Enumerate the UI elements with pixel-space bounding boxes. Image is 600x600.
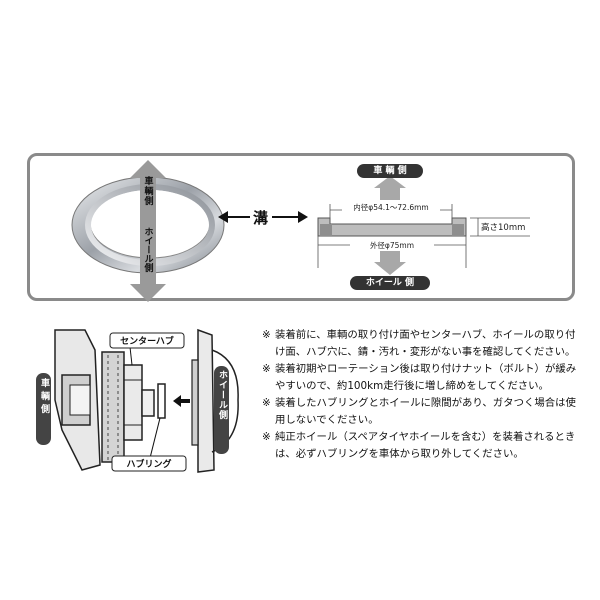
ring-direction-arrow (130, 160, 166, 302)
note-item: ※ 装着前に、車輌の取り付け面やセンターハブ、ホイールの取り付け面、ハブ穴に、錆… (262, 327, 582, 361)
inner-diameter-label: 内径φ54.1〜72.6mm (342, 202, 440, 213)
note-item: ※ 純正ホイール（スペアタイヤホイールを含む）を装着されるときは、必ずハブリング… (262, 429, 582, 463)
note-text: 装着したハブリングとホイールに隙間があり、ガタつく場合は使用しないでください。 (275, 397, 576, 426)
section-top-pill (357, 164, 423, 178)
center-hub-box (109, 332, 185, 349)
vehicle-side-pill (36, 373, 51, 445)
note-mark: ※ (262, 431, 271, 443)
assembly-diagram (54, 328, 239, 473)
wheel-side-pill (214, 366, 229, 454)
section-bottom-pill (350, 276, 430, 290)
note-text: 装着初期やローテーション後は取り付けナット（ボルト）が緩みやすいので、約100k… (275, 363, 577, 392)
ring-label-top: 車輌側 (142, 176, 153, 206)
section-top-label: 車 輌 側 (373, 166, 407, 176)
wheel-side-label: ホイール側 (217, 370, 227, 420)
outer-diameter-label: 外径φ75mm (350, 240, 434, 251)
height-label: 高さ10mm (481, 223, 526, 233)
center-hub-label: センターハブ (120, 337, 174, 347)
caution-notes: ※ 装着前に、車輌の取り付け面やセンターハブ、ホイールの取り付け面、ハブ穴に、錆… (262, 327, 582, 463)
ring-label-bottom: ホイール側 (142, 227, 153, 272)
vehicle-side-label: 車輌側 (39, 378, 49, 417)
hub-ring-label: ハブリング (126, 460, 172, 470)
section-bottom-label: ホイール 側 (365, 278, 415, 288)
groove-label: 溝 (253, 209, 269, 227)
note-item: ※ 装着初期やローテーション後は取り付けナット（ボルト）が緩みやすいので、約10… (262, 361, 582, 395)
note-item: ※ 装着したハブリングとホイールに隙間があり、ガタつく場合は使用しないでください… (262, 395, 582, 429)
hub-ring-box (111, 455, 187, 472)
note-mark: ※ (262, 329, 271, 341)
ring-vertical-labels: 車輌側 ホイール側 (131, 176, 165, 272)
note-text: 装着前に、車輌の取り付け面やセンターハブ、ホイールの取り付け面、ハブ穴に、錆・汚… (275, 329, 576, 358)
groove-arrows (218, 211, 308, 223)
note-mark: ※ (262, 397, 271, 409)
note-mark: ※ (262, 363, 271, 375)
note-text: 純正ホイール（スペアタイヤホイールを含む）を装着されるときは、必ずハブリングを車… (275, 431, 576, 460)
